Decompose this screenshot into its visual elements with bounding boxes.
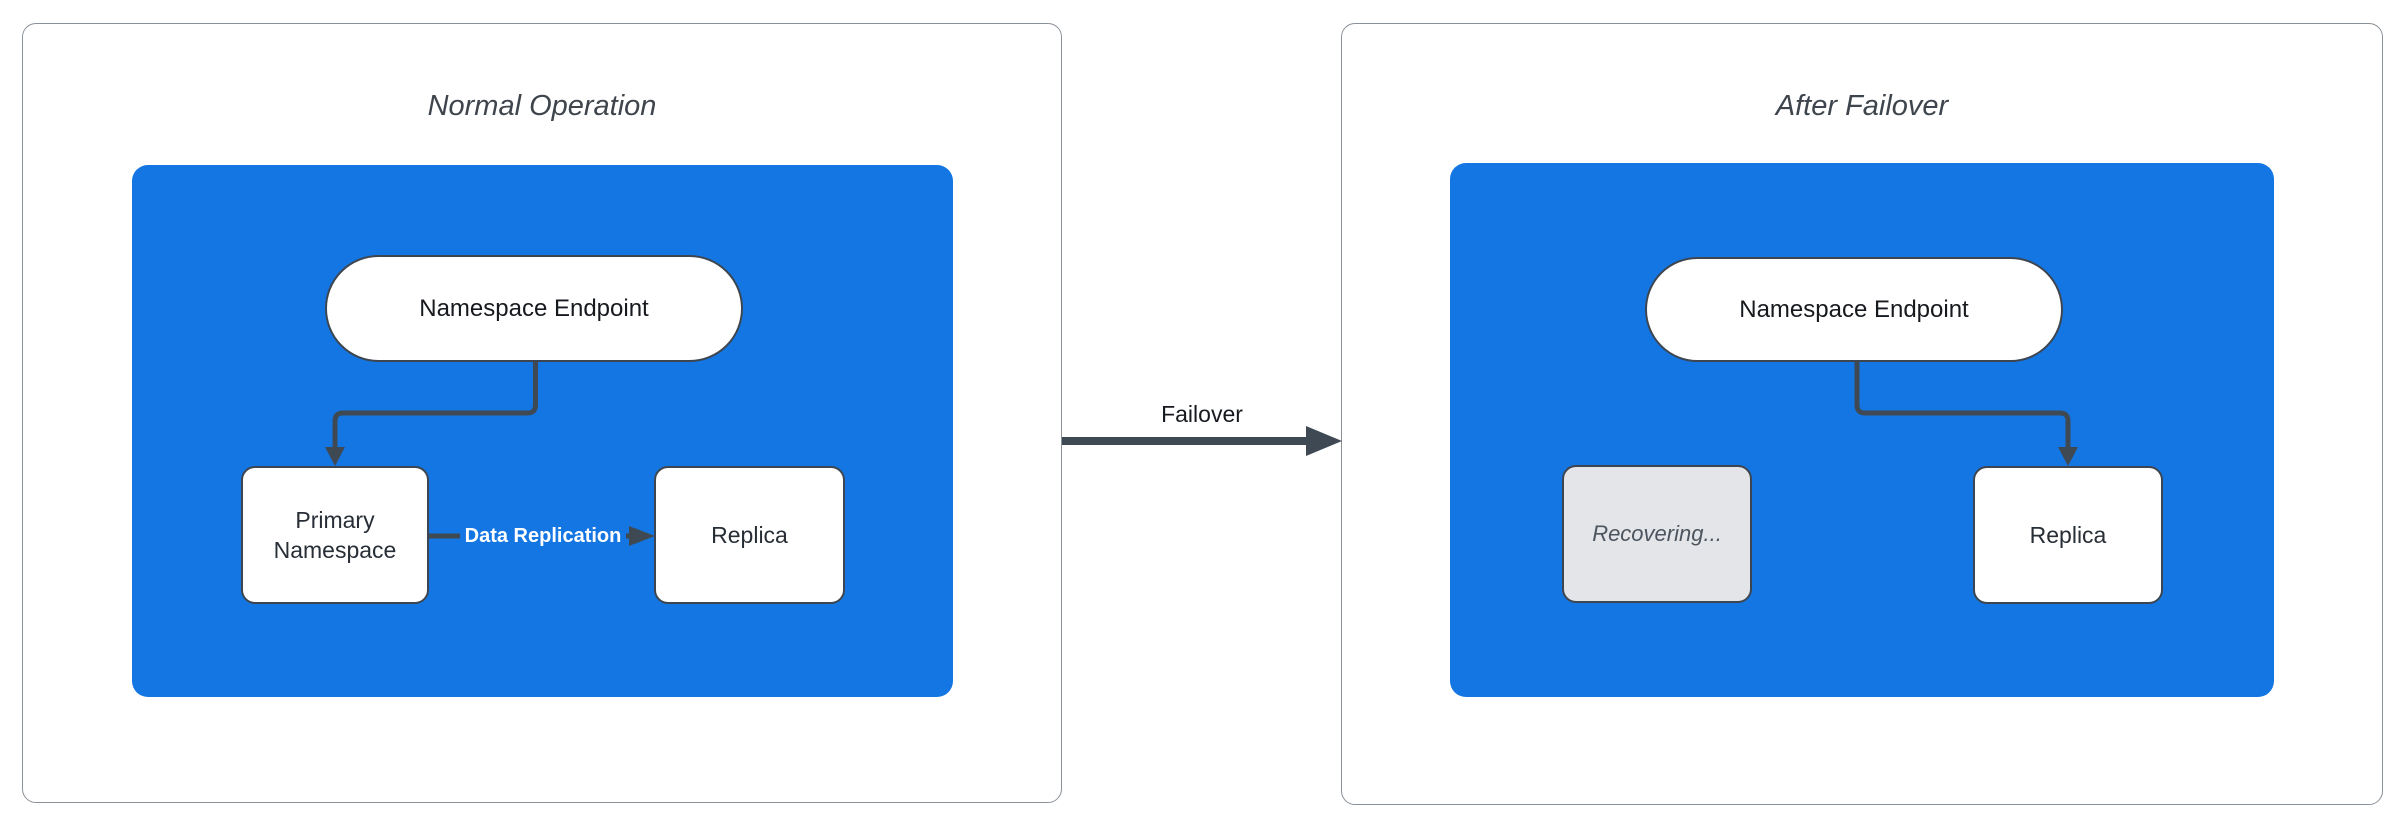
replica-label-left: Replica [711,521,788,548]
recovering-node: Recovering... [1562,465,1752,603]
failover-arrowhead [1306,426,1342,456]
normal-operation-cluster [132,165,953,697]
namespace-endpoint-node-left: Namespace Endpoint [325,255,743,362]
primary-namespace-label: Primary Namespace [273,506,397,563]
data-replication-label: Data Replication [460,523,626,549]
namespace-endpoint-label-right: Namespace Endpoint [1739,295,1969,323]
normal-operation-title: Normal Operation [427,90,657,122]
replica-label-right: Replica [2029,521,2107,548]
namespace-endpoint-node-right: Namespace Endpoint [1645,257,2063,362]
namespace-endpoint-label-left: Namespace Endpoint [419,294,649,322]
after-failover-cluster [1450,163,2274,697]
recovering-label: Recovering... [1592,521,1722,547]
primary-namespace-node: Primary Namespace [241,466,429,604]
replica-node-right: Replica [1973,466,2163,604]
replica-node-left: Replica [654,466,845,604]
after-failover-title: After Failover [1775,90,1949,122]
failover-label: Failover [1161,401,1243,427]
